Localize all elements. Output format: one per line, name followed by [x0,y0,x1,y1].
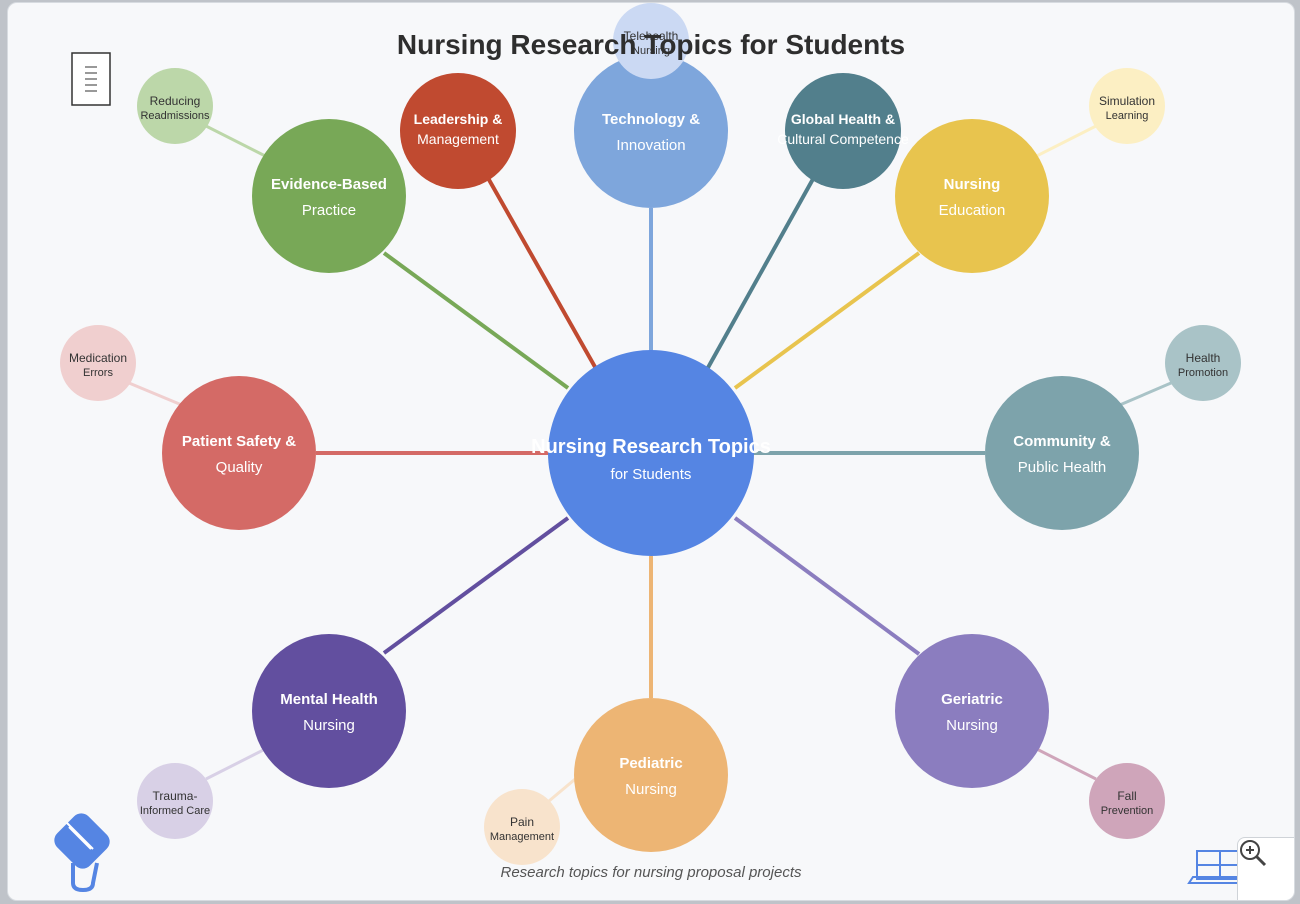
hub-title: Nursing Research Topics [531,436,771,458]
topic-sublabel: Nursing [625,781,677,798]
connector-mental [382,516,570,655]
topic-label: Evidence-Based [271,176,387,193]
topic-label: Leadership & [414,111,503,127]
zoom-button[interactable] [1237,837,1294,900]
subtopic-sublabel: Learning [1106,110,1149,122]
topic-sublabel: Cultural Competence [777,131,909,147]
topic-label: Technology & [602,111,700,128]
stethoscope-icon [54,813,110,893]
subtopic-sublabel: Nursing [632,45,670,57]
subtopic-sublabel: Prevention [1101,805,1154,817]
topic-sublabel: Practice [302,202,356,219]
subtopic-label: Health [1186,351,1221,365]
subtopic-label: Medication [69,351,127,365]
topic-label: Geriatric [941,691,1003,708]
topic-node-community[interactable]: Community & Public Health [985,376,1139,530]
caption: Research topics for nursing proposal pro… [501,864,802,881]
subtopic-label: Fall [1117,789,1136,803]
topic-sublabel: Nursing [303,717,355,734]
topic-sublabel: Quality [216,459,263,476]
subtopic-label: Trauma- [153,789,198,803]
subtopic-sublabel: Management [490,831,554,843]
topic-label: Patient Safety & [182,433,296,450]
topic-sublabel: Education [939,202,1006,219]
connector-ebp [382,251,570,390]
subtopic-label: Pain [510,815,534,829]
clipboard-icon [71,52,111,106]
topic-sublabel: Public Health [1018,459,1106,476]
diagram-canvas: Nursing Research Topics for Students Evi… [7,2,1295,901]
topic-label: Nursing [944,176,1001,193]
topic-sublabel: Management [417,131,499,147]
subtopic-sublabel: Informed Care [140,805,210,817]
subtopic-sublabel: Errors [83,367,113,379]
connector-global [703,178,815,374]
page-title: Nursing Research Topics for Students [397,29,905,60]
subtopic-sublabel: Promotion [1178,367,1228,379]
zoom-in-icon [1240,840,1267,867]
topic-node-leadership[interactable]: Leadership & Management [400,73,516,189]
topic-label: Global Health & [791,111,895,127]
topic-node-safety[interactable]: Patient Safety & Quality [162,376,316,530]
subtopic-label: Reducing [150,94,201,108]
subtopic-sublabel: Readmissions [140,110,210,122]
connector-geriatric [733,516,921,656]
subtopic-label: Simulation [1099,94,1155,108]
topic-label: Pediatric [619,755,682,772]
connector-education [733,251,921,390]
subtopic-nodes: ReducingReadmissionsTelehealthNursingSim… [60,3,1241,865]
topic-label: Mental Health [280,691,378,708]
subtopic-label: Telehealth [624,29,679,43]
topic-label: Community & [1013,433,1111,450]
connectors [316,177,985,698]
mind-map: Nursing Research Topics for Students Evi… [54,3,1253,893]
hub-node[interactable]: Nursing Research Topics for Students [531,350,771,556]
topic-node-technology[interactable]: Technology & Innovation [574,54,728,208]
topic-sublabel: Innovation [616,137,685,154]
subtopic-node-mental[interactable]: Trauma- Informed Care [137,763,213,839]
topic-node-global[interactable]: Global Health & Cultural Competence [777,73,909,189]
connector-leadership [486,177,601,375]
hub-subtitle: for Students [611,466,692,483]
topic-sublabel: Nursing [946,717,998,734]
